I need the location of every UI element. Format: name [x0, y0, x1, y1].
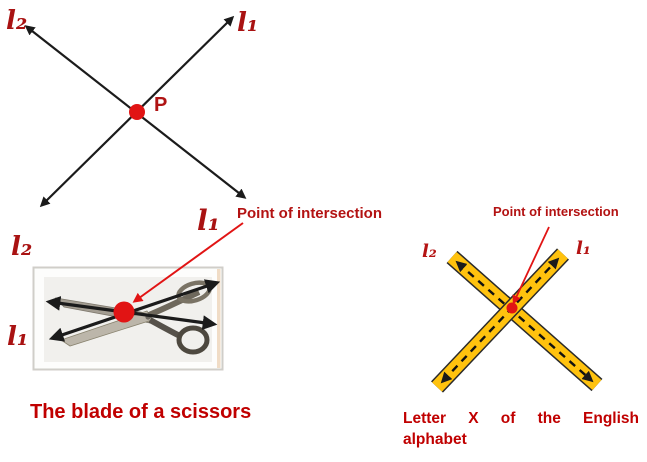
- scissors-annotation-arrow: [132, 222, 244, 303]
- bar-l1-dashed-line: [440, 257, 560, 384]
- caption-letter-x-line1: Letter X of the English: [403, 410, 639, 427]
- annotation-point-of-intersection-right: Point of intersection: [493, 204, 619, 219]
- label-l2-letter-x: l₂: [422, 241, 437, 262]
- top-intersection-diagram: [24, 15, 247, 208]
- label-point-p: P: [154, 94, 168, 116]
- caption-letter-x-line2: alphabet: [403, 431, 467, 448]
- label-l2-top-diagram: l₂: [6, 6, 28, 36]
- caption-scissors: The blade of a scissors: [30, 401, 252, 423]
- intersection-dot: [129, 104, 145, 120]
- scissors-diagram: [32, 222, 244, 371]
- label-l1-top-diagram: l₁: [237, 8, 259, 38]
- letter-x-intersection-dot: [506, 302, 518, 314]
- photo-frame-edge: [217, 269, 221, 368]
- scissors-line-arrow-lower: [48, 279, 221, 342]
- label-l1-scissors-upper: l₁: [197, 204, 220, 237]
- label-l2-scissors: l₂: [11, 232, 33, 262]
- scissors-intersection-dot: [113, 301, 135, 323]
- caption-letter-x: Letter X of the English alphabet: [403, 408, 639, 450]
- letter-x-annotation-arrow: [512, 226, 550, 305]
- letter-x-diagram: [431, 226, 603, 393]
- annotation-point-of-intersection-left: Point of intersection: [237, 205, 383, 222]
- label-l1-scissors: l₁: [7, 322, 29, 352]
- label-l1-letter-x: l₁: [576, 238, 591, 259]
